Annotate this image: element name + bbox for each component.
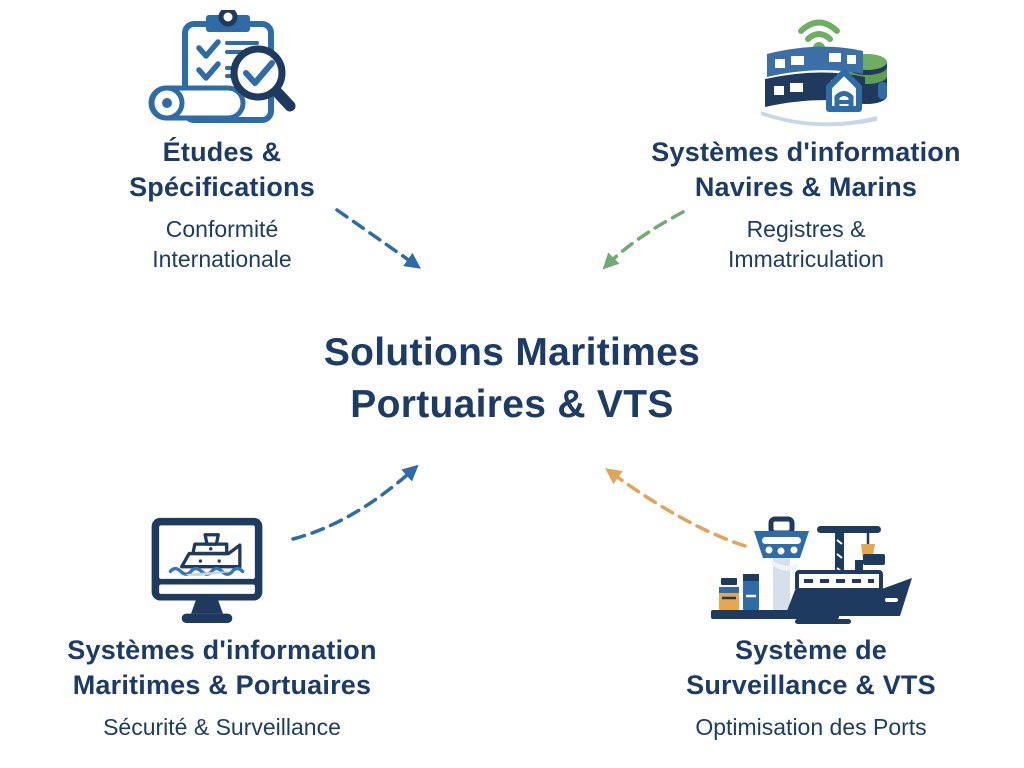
quadrant-subtitle: Conformité Internationale [152,214,291,274]
monitor-ship-icon [151,517,263,623]
quadrant-subtitle-line: Immatriculation [728,246,884,272]
quadrant-title-line: Maritimes & Portuaires [72,670,372,700]
quadrant-title-line: Surveillance & VTS [686,670,936,700]
registry-building-database-icon [761,19,887,127]
central-title: Solutions Maritimes Portuaires & VTS [0,327,1024,431]
quadrant-title-line: Systèmes d'information [67,635,377,665]
quadrant-title-line: Études & [162,137,282,167]
quadrant-title-line: Navires & Marins [694,172,918,202]
quadrant-maritimes-portuaires: Systèmes d'information Maritimes & Portu… [28,512,416,742]
quadrant-surveillance-vts: Système de Surveillance & VTS Optimisati… [602,516,1020,742]
central-title-line-2: Portuaires & VTS [350,383,674,426]
quadrant-subtitle: Sécurité & Surveillance [103,712,341,742]
clipboard-audit-magnifier-icon [148,10,295,123]
central-title-line-1: Solutions Maritimes [323,331,701,374]
quadrant-title-line: Systèmes d'information [651,137,961,167]
quadrant-subtitle: Registres & Immatriculation [728,214,884,274]
quadrant-title-line: Système de [734,635,888,665]
quadrant-subtitle-line: Conformité [165,216,279,242]
quadrant-navires-marins: Systèmes d'information Navires & Marins … [600,10,1012,274]
quadrant-title: Système de Surveillance & VTS [686,633,936,703]
quadrant-title-line: Spécifications [129,172,315,202]
quadrant-title: Systèmes d'information Navires & Marins [651,135,960,205]
quadrant-subtitle-line: Registres & [746,216,866,242]
quadrant-subtitle-line: Sécurité & Surveillance [103,714,341,740]
quadrant-title: Études & Spécifications [129,135,315,205]
quadrant-subtitle-line: Optimisation des Ports [695,714,927,740]
port-vts-tower-ship-icon [710,516,912,624]
quadrant-etudes-specifications: Études & Spécifications Conformité Inter… [30,10,414,274]
quadrant-subtitle-line: Internationale [152,246,292,272]
quadrant-title: Systèmes d'information Maritimes & Portu… [67,633,376,703]
quadrant-subtitle: Optimisation des Ports [695,712,926,742]
